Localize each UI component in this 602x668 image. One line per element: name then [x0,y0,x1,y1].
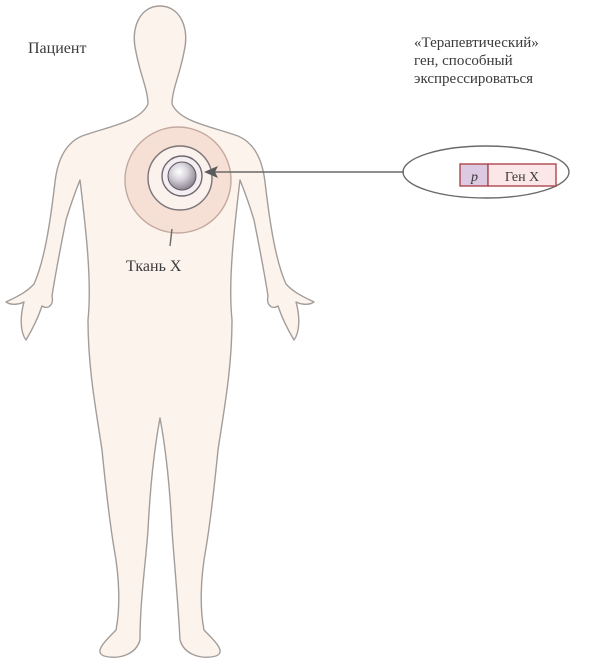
promoter-label: p [462,170,487,186]
therapeutic-gene-label-line: экспрессироваться [414,70,539,88]
cell-sphere [168,162,196,190]
therapeutic-gene-label-line: «Терапевтический» [414,34,539,52]
tissue-x-label: Ткань X [126,258,181,276]
patient-label: Пациент [28,40,86,58]
therapeutic-gene-label-line: ген, способный [414,52,539,70]
patient-body-silhouette [6,6,314,657]
gene-x-label: Ген X [488,170,556,186]
therapeutic-gene-label: «Терапевтический» ген, способный экспрес… [414,34,539,88]
